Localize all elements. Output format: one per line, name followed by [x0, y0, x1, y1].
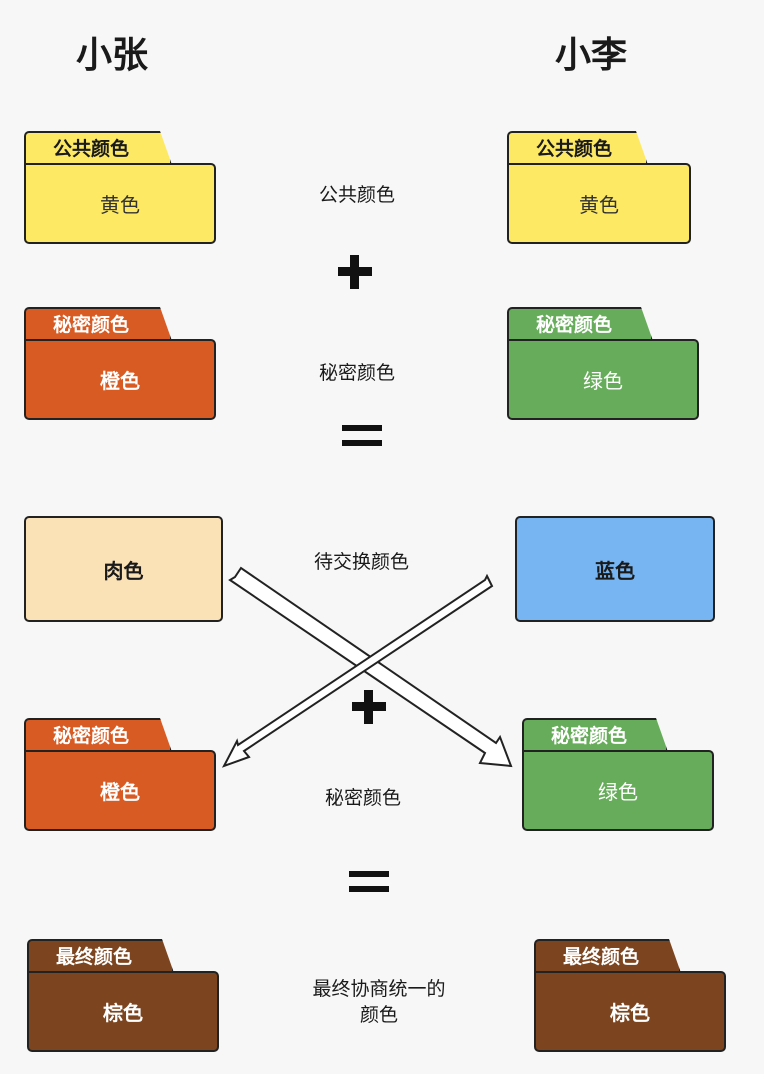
folder-tab: 公共颜色	[507, 131, 648, 165]
arrow-right-to-left	[221, 573, 494, 768]
folder-secret-right: 秘密颜色 绿色	[507, 307, 699, 420]
folder-secret2-right: 秘密颜色 绿色	[522, 718, 714, 831]
folder-tab: 最终颜色	[534, 939, 681, 973]
person-left-title: 小张	[76, 35, 149, 76]
plus-icon	[338, 255, 372, 289]
folder-tab: 秘密颜色	[522, 718, 668, 752]
label-secret-color-2: 秘密颜色	[325, 787, 402, 809]
folder-tab: 公共颜色	[24, 131, 172, 165]
folder-body: 绿色	[507, 339, 699, 420]
folder-body: 橙色	[24, 339, 216, 420]
folder-final-right: 最终颜色 棕色	[534, 939, 726, 1052]
folder-body: 棕色	[27, 971, 219, 1052]
folder-body: 绿色	[522, 750, 714, 831]
label-final-color: 最终协商统一的 颜色	[300, 976, 458, 1028]
label-public-color: 公共颜色	[319, 184, 396, 206]
label-final-line1: 最终协商统一的	[312, 978, 446, 1000]
folder-final-left: 最终颜色 棕色	[27, 939, 219, 1052]
equals-icon	[349, 871, 389, 892]
folder-body: 橙色	[24, 750, 216, 831]
plus-icon	[352, 690, 386, 724]
folder-body: 黄色	[24, 163, 216, 244]
folder-secret-left: 秘密颜色 橙色	[24, 307, 216, 420]
folder-tab: 秘密颜色	[507, 307, 653, 341]
box-exchange-right: 蓝色	[515, 516, 715, 622]
equals-icon	[342, 425, 382, 446]
folder-public-left: 公共颜色 黄色	[24, 131, 216, 244]
person-right-title: 小李	[555, 35, 628, 76]
folder-body: 棕色	[534, 971, 726, 1052]
box-exchange-left: 肉色	[24, 516, 223, 622]
folder-public-right: 公共颜色 黄色	[507, 131, 691, 244]
label-secret-color: 秘密颜色	[319, 362, 396, 384]
label-final-line2: 颜色	[359, 1004, 398, 1026]
folder-secret2-left: 秘密颜色 橙色	[24, 718, 216, 831]
label-exchange-color: 待交换颜色	[314, 551, 410, 573]
folder-body: 黄色	[507, 163, 691, 244]
folder-tab: 秘密颜色	[24, 718, 172, 752]
folder-tab: 最终颜色	[27, 939, 174, 973]
